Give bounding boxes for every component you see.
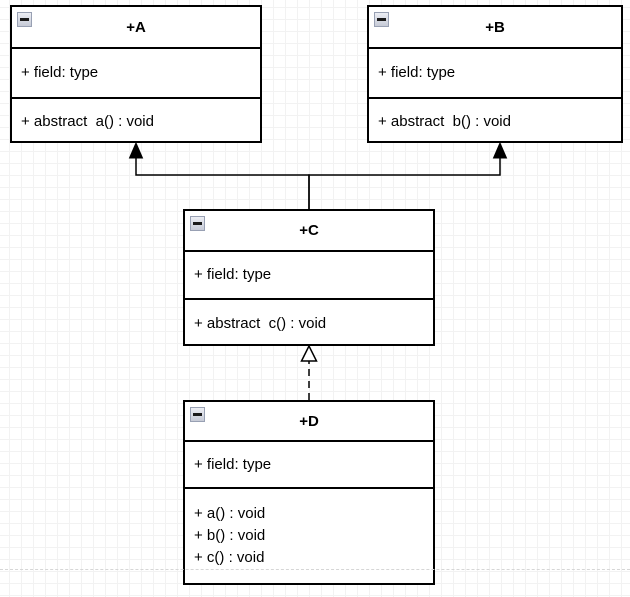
class-d-header: +D <box>185 402 433 440</box>
method-label: + abstract b() : void <box>378 113 511 130</box>
generalization-edge-c-to-b[interactable] <box>308 141 508 209</box>
class-c-field-row[interactable]: + field: type <box>185 250 433 298</box>
realization-edge-d-to-c[interactable] <box>300 344 318 400</box>
class-b-method-row[interactable]: + abstract b() : void <box>369 97 621 145</box>
hollow-triangle-arrowhead <box>300 344 318 362</box>
minus-glyph <box>193 222 202 225</box>
filled-triangle-arrowhead <box>492 141 508 159</box>
class-a-field-row[interactable]: + field: type <box>12 47 260 97</box>
minus-glyph <box>193 413 202 416</box>
minus-glyph <box>20 18 29 21</box>
class-b-field-row[interactable]: + field: type <box>369 47 621 97</box>
collapse-icon[interactable] <box>190 407 205 422</box>
class-b-title: +B <box>485 18 505 36</box>
generalization-edge-c-to-a[interactable] <box>128 141 310 209</box>
class-box-c[interactable]: +C + field: type + abstract c() : void <box>183 209 435 346</box>
method-label: + abstract c() : void <box>194 315 327 332</box>
field-label: + field: type <box>378 64 456 81</box>
field-label: + field: type <box>194 455 272 473</box>
field-label: + field: type <box>21 64 99 81</box>
minus-glyph <box>377 18 386 21</box>
method-label: + abstract a() : void <box>21 113 154 130</box>
class-a-method-row[interactable]: + abstract a() : void <box>12 97 260 145</box>
class-box-b[interactable]: +B + field: type + abstract b() : void <box>367 5 623 143</box>
class-c-method-row[interactable]: + abstract c() : void <box>185 298 433 348</box>
method-label: + b() : void <box>194 527 266 544</box>
collapse-icon[interactable] <box>374 12 389 27</box>
class-b-header: +B <box>369 7 621 47</box>
class-a-title: +A <box>126 18 146 36</box>
class-box-d[interactable]: +D + field: type + a() : void + b() : vo… <box>183 400 435 585</box>
class-c-header: +C <box>185 211 433 250</box>
class-d-method-row[interactable]: + a() : void + b() : void + c() : void <box>185 487 433 583</box>
class-box-a[interactable]: +A + field: type + abstract a() : void <box>10 5 262 143</box>
class-d-field-row[interactable]: + field: type <box>185 440 433 487</box>
collapse-icon[interactable] <box>17 12 32 27</box>
method-label: + c() : void <box>194 549 265 566</box>
filled-triangle-arrowhead <box>128 141 144 159</box>
class-a-header: +A <box>12 7 260 47</box>
collapse-icon[interactable] <box>190 216 205 231</box>
field-label: + field: type <box>194 266 272 283</box>
class-c-title: +C <box>299 222 319 239</box>
class-d-title: +D <box>299 412 319 430</box>
method-label: + a() : void <box>194 505 266 522</box>
